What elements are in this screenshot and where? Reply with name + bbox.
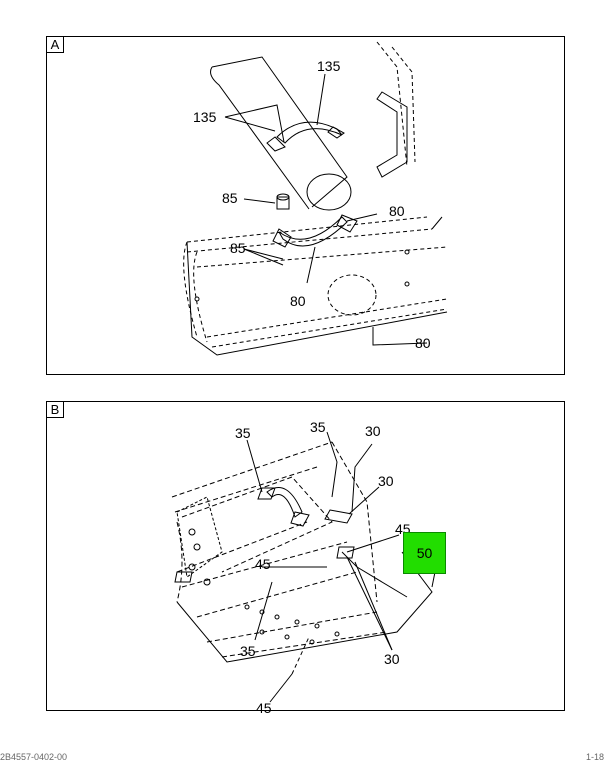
callout-135-top: 135: [317, 58, 341, 74]
callout-135-left: 135: [193, 109, 217, 125]
callout-30-top: 30: [365, 423, 381, 439]
panel-a: A: [46, 36, 565, 375]
bolt-pattern: [188, 528, 340, 645]
frame-rails: [171, 441, 388, 658]
callout-80-mid: 80: [290, 293, 306, 309]
page-number: 1-18: [585, 752, 604, 762]
callout-85-top: 85: [222, 190, 238, 206]
callout-80-bottom: 80: [415, 335, 431, 351]
panel-a-tag: A: [47, 37, 64, 53]
cylinder: [210, 56, 352, 211]
frame-rail-edge: [186, 216, 448, 356]
panel-a-drawing: [183, 41, 448, 356]
highlighted-callout-label: 50: [416, 545, 433, 561]
callout-45-bottom: 45: [256, 700, 272, 716]
cylinder-b: [181, 476, 333, 573]
lower-strap: [278, 216, 348, 247]
side-bracket: [376, 91, 408, 178]
callout-30-right: 30: [378, 473, 394, 489]
callout-80-right: 80: [389, 203, 405, 219]
panel-b-drawing: [171, 431, 438, 703]
panel-b: B: [46, 401, 565, 711]
highlighted-callout-50[interactable]: 50: [403, 532, 446, 574]
crossmember-hole: [327, 274, 377, 316]
callout-35-left: 35: [235, 425, 251, 441]
panel-a-leaders: [224, 73, 428, 346]
callout-45-left: 45: [255, 556, 271, 572]
callout-35-mid: 35: [310, 419, 326, 435]
panel-b-leaders: [246, 431, 438, 703]
callout-85-bottom: 85: [230, 240, 246, 256]
strap-b: [266, 487, 303, 518]
callout-35-bottom: 35: [240, 643, 256, 659]
panel-b-tag: B: [47, 402, 64, 418]
callout-30-bottom: 30: [384, 651, 400, 667]
crossmember-edge: [176, 551, 433, 663]
upper-strap: [276, 121, 343, 144]
figure-id: 2B4557-0402-00: [0, 752, 68, 762]
frame-rail: [183, 41, 448, 348]
